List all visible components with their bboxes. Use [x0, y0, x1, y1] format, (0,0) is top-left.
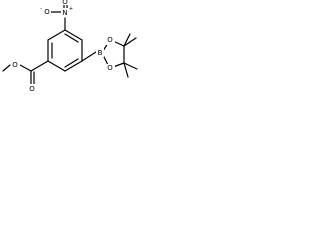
nitro-nitrogen-label: N: [62, 9, 67, 17]
ester-c-o-bond: [19, 64, 32, 72]
methyl-bond: [123, 37, 137, 47]
atom-labels: N + O - O O O B O O: [11, 0, 115, 93]
ring-bond: [47, 60, 66, 72]
boron-label: B: [98, 49, 103, 57]
nitro-oxygen-up-label: O: [62, 0, 68, 6]
ring-bond: [47, 29, 66, 41]
methyl-bond: [123, 62, 138, 70]
ring-double-bond: [64, 33, 79, 43]
carbonyl-oxygen-label: O: [29, 85, 35, 93]
ring-bond: [64, 60, 83, 72]
methyl-ester-group: [2, 60, 49, 85]
ring-double-bond: [64, 58, 79, 68]
ester-oxygen-label: O: [12, 61, 18, 69]
ring-to-boron-bond: [81, 51, 97, 62]
chemical-structure-diagram: N + O - O O O B O O: [2, 0, 138, 93]
boronate-oxygen-bottom-label: O: [107, 64, 113, 72]
ring-bond: [64, 29, 83, 41]
nitro-nitrogen-charge: +: [69, 6, 73, 12]
methyl-bond: [123, 33, 131, 47]
boronate-oxygen-top-label: O: [107, 36, 113, 44]
nitro-oxygen-left-label: O: [44, 8, 50, 16]
ester-o-methyl-bond: [2, 64, 11, 72]
ring-to-carbonyl-bond: [30, 60, 49, 72]
methyl-bond: [123, 62, 129, 78]
nitro-oxygen-charge: -: [40, 6, 42, 12]
benzene-ring: [47, 29, 83, 72]
